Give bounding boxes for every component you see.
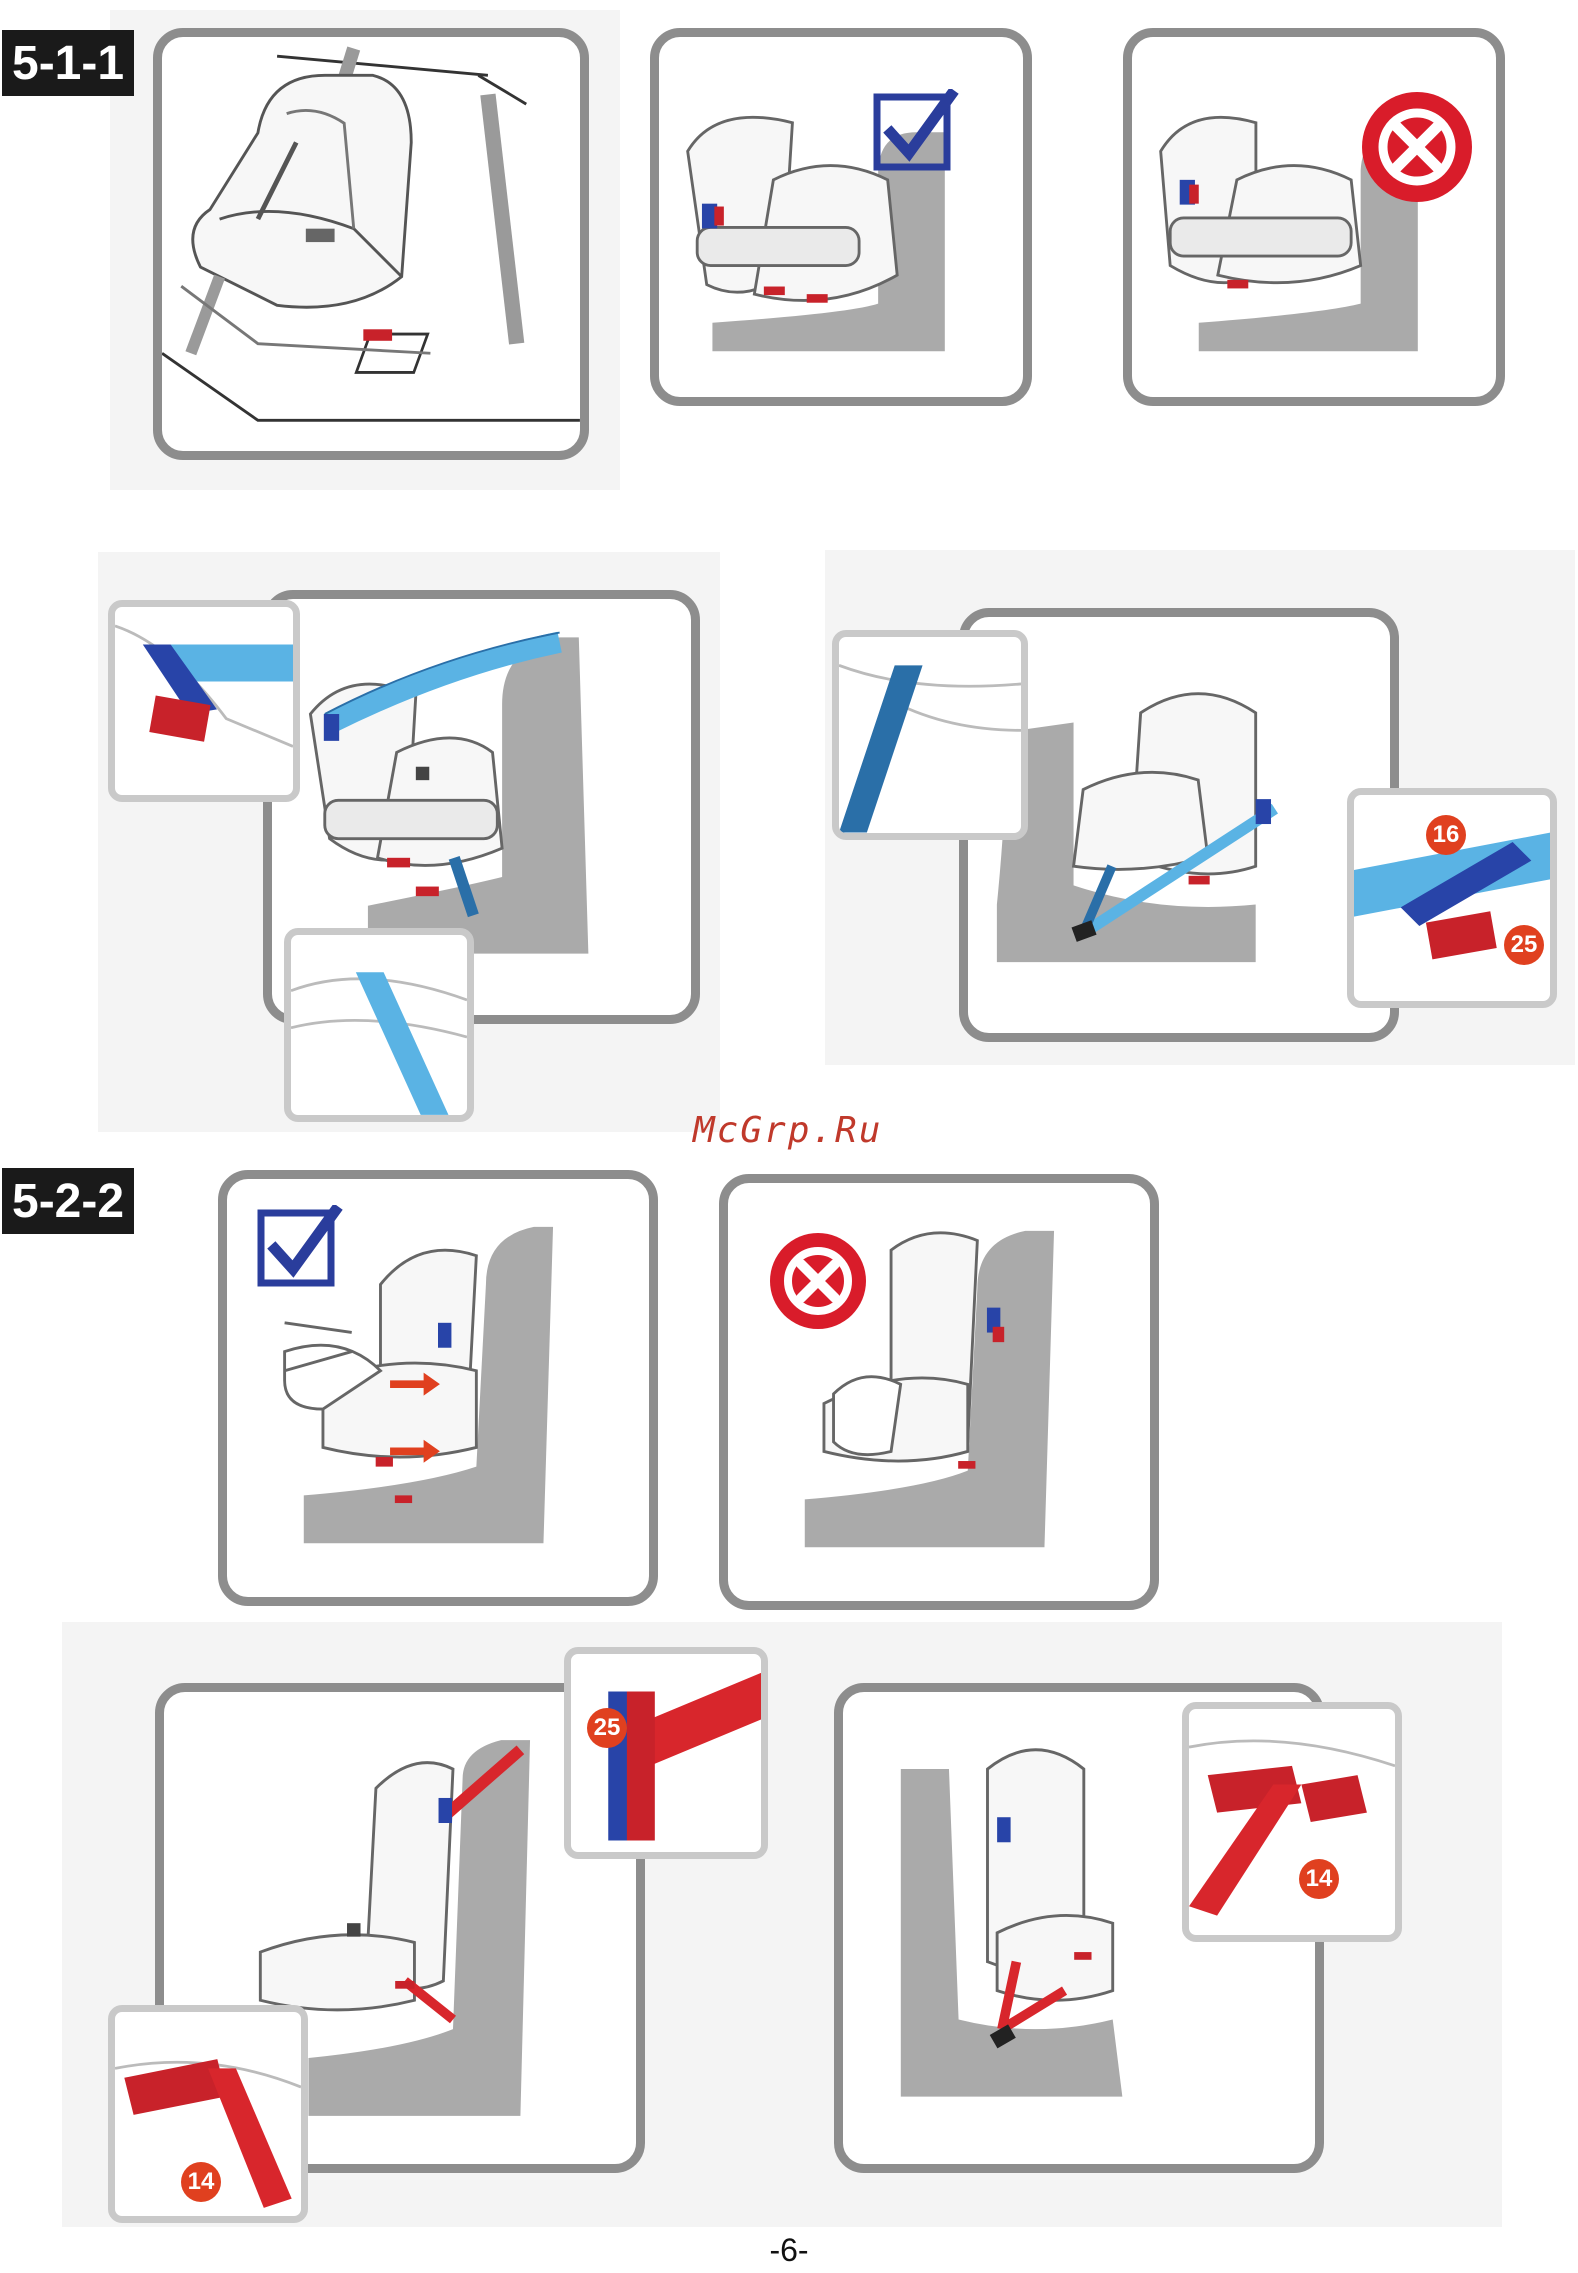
callout-25: 25 [587,1708,627,1748]
inset-belt-lap-rear [284,928,474,1122]
belt-routing-front-illustration [968,617,1390,1033]
seat-overview-illustration [162,37,580,451]
belt-clip-illustration [115,607,293,795]
watermark: McGrp.Ru [693,1110,882,1151]
correct-recline-illustration [659,37,1023,397]
belt-shoulder-illustration [839,637,1021,833]
belt-lap-illustration [291,935,467,1115]
red-clip-top-illustration [571,1654,761,1852]
panel-incorrect-recline [1123,28,1505,406]
page-number: -6- [0,2232,1578,2269]
callout-25: 25 [1504,925,1544,965]
callout-14: 14 [181,2162,221,2202]
inset-belt-clip-rear [108,600,300,802]
panel-seat-overview [153,28,589,460]
inset-clip-callouts: 16 25 [1347,788,1557,1008]
red-lap-front-illustration [1189,1709,1395,1935]
inset-red-lap-front: 14 [1182,1702,1402,1942]
inset-red-clip-top: 25 [564,1647,768,1859]
panel-incorrect-adjust [719,1174,1159,1610]
callout-16: 16 [1426,815,1466,855]
checkmark-icon [257,1205,343,1291]
panel-correct-adjust [218,1170,658,1606]
prohibited-icon [1359,89,1475,205]
section-label-5-2-2: 5-2-2 [2,1168,134,1234]
inset-red-lap-rear: 14 [108,2005,308,2223]
callout-14: 14 [1299,1859,1339,1899]
section-label-5-1-1: 5-1-1 [2,30,134,96]
panel-correct-recline [650,28,1032,406]
checkmark-icon [873,89,959,175]
prohibited-icon [768,1231,868,1331]
inset-belt-shoulder-front [832,630,1028,840]
